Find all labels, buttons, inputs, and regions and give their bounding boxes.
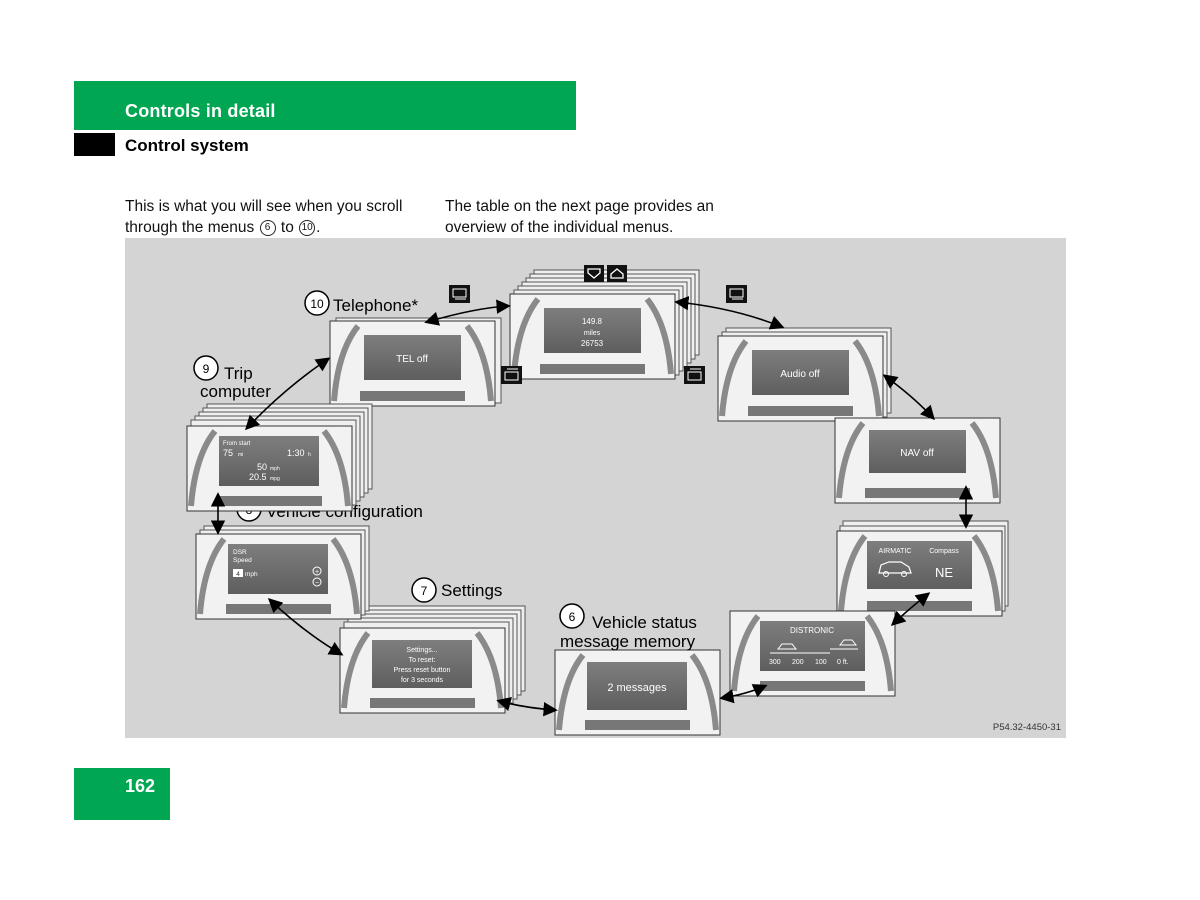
standard-line2: miles xyxy=(584,330,601,337)
nav-display: NAV off xyxy=(835,418,1000,503)
trip-speed: 50 xyxy=(257,462,267,472)
settings-line4: for 3 seconds xyxy=(401,677,444,684)
standard-line3: 26753 xyxy=(581,339,604,348)
telephone-number: 10 xyxy=(310,297,324,311)
intro-right: The table on the next page provides an o… xyxy=(445,198,714,236)
telephone-label: 10 Telephone* xyxy=(304,290,418,316)
distronic-display: DISTRONIC 300 200 100 0 ft. xyxy=(730,611,895,696)
standard-display: 149.8 miles 26753 xyxy=(510,265,700,379)
trip-distance-unit: mi xyxy=(238,452,243,458)
distronic-tick-100: 100 xyxy=(815,659,827,666)
status-label: 6 Vehicle status message memory xyxy=(559,603,697,651)
status-screen-text: 2 messages xyxy=(607,682,667,694)
distronic-tick-300: 300 xyxy=(769,659,781,666)
trip-number: 9 xyxy=(203,362,210,376)
trip-distance: 75 xyxy=(223,448,233,458)
compass-label: Compass xyxy=(929,548,959,555)
down-arrow-icon xyxy=(584,265,604,282)
telephone-display: TEL off xyxy=(330,317,502,406)
distronic-tick-200: 200 xyxy=(792,659,804,666)
settings-text: Settings xyxy=(441,581,502,600)
trip-time-unit: h xyxy=(308,452,311,458)
vehicle-config-display: DSR Speed 4 mph + − xyxy=(196,525,370,619)
compass-direction: NE xyxy=(935,565,953,580)
airmatic-display: AIRMATIC Compass NE xyxy=(837,520,1009,616)
header-bar xyxy=(74,81,576,130)
intro-to: to xyxy=(280,219,294,236)
intro-left: This is what you will see when you scrol… xyxy=(125,196,425,238)
trip-text-2: computer xyxy=(200,382,271,401)
page-number-box xyxy=(74,768,170,820)
page-right-icon xyxy=(726,285,747,303)
subsection-marker xyxy=(74,133,115,156)
page-left-icon xyxy=(449,285,470,303)
trip-economy: 20.5 xyxy=(249,472,267,482)
own-car-icon xyxy=(838,639,858,646)
navigation-arrows xyxy=(210,296,974,717)
status-text-2: message memory xyxy=(560,632,696,651)
status-text-1: Vehicle status xyxy=(592,613,697,632)
settings-line2: To reset: xyxy=(409,657,436,664)
section-title: Controls in detail xyxy=(125,101,276,121)
intro-period: . xyxy=(316,219,321,236)
settings-number: 7 xyxy=(421,584,428,598)
vehicle-config-value: 4 xyxy=(236,571,240,578)
distronic-tick-0: 0 ft. xyxy=(837,659,849,666)
nav-screen-text: NAV off xyxy=(900,448,934,459)
settings-line1: Settings... xyxy=(406,647,437,654)
distance-scale xyxy=(770,648,858,654)
page-number: 162 xyxy=(125,776,156,796)
trip-time: 1:30 xyxy=(287,448,305,458)
intro-text: This is what you will see when you scrol… xyxy=(125,198,403,236)
audio-display: Audio off xyxy=(718,327,892,421)
trip-label: 9 Trip computer xyxy=(193,355,271,401)
audio-screen-text: Audio off xyxy=(780,369,820,380)
trip-economy-unit: mpg xyxy=(270,476,280,482)
up-arrow-icon xyxy=(607,265,627,282)
telephone-text: Telephone* xyxy=(333,296,418,315)
settings-label: 7 Settings xyxy=(411,577,502,603)
status-display: 2 messages xyxy=(555,650,720,735)
settings-display: Settings... To reset: Press reset button… xyxy=(340,605,526,713)
vehicle-config-unit: mph xyxy=(245,571,258,578)
airmatic-label: AIRMATIC xyxy=(879,548,912,555)
minus-icon xyxy=(312,577,322,587)
status-number: 6 xyxy=(569,610,576,624)
page-forward-icon xyxy=(684,366,705,384)
lead-car-icon xyxy=(776,643,798,650)
trip-display: From start 75 mi 1:30 h 50 mph 20.5 mpg xyxy=(187,403,373,511)
standard-line1: 149.8 xyxy=(582,317,603,326)
trip-text-1: Trip xyxy=(224,364,253,383)
trip-from-start: From start xyxy=(223,441,251,447)
vehicle-config-line1: DSR xyxy=(233,549,247,556)
page-back-icon xyxy=(501,366,522,384)
menu-number-10: 10 xyxy=(299,219,316,236)
settings-line3: Press reset button xyxy=(394,667,451,674)
trip-speed-unit: mph xyxy=(270,466,280,472)
menu-diagram: 149.8 miles 26753 TEL off 10 Telephone* … xyxy=(125,238,1066,738)
distronic-title: DISTRONIC xyxy=(790,626,834,635)
vehicle-config-line2: Speed xyxy=(233,557,252,564)
plus-icon xyxy=(312,566,322,576)
menu-number-6: 6 xyxy=(259,219,276,236)
subsection-title: Control system xyxy=(125,136,249,155)
figure-code: P54.32-4450-31 xyxy=(992,722,1061,733)
telephone-screen-text: TEL off xyxy=(396,354,428,365)
menu-diagram-svg: 149.8 miles 26753 TEL off 10 Telephone* … xyxy=(125,265,1009,738)
minus-sign: − xyxy=(315,580,319,587)
car-icon xyxy=(878,561,912,574)
plus-sign: + xyxy=(315,569,319,576)
